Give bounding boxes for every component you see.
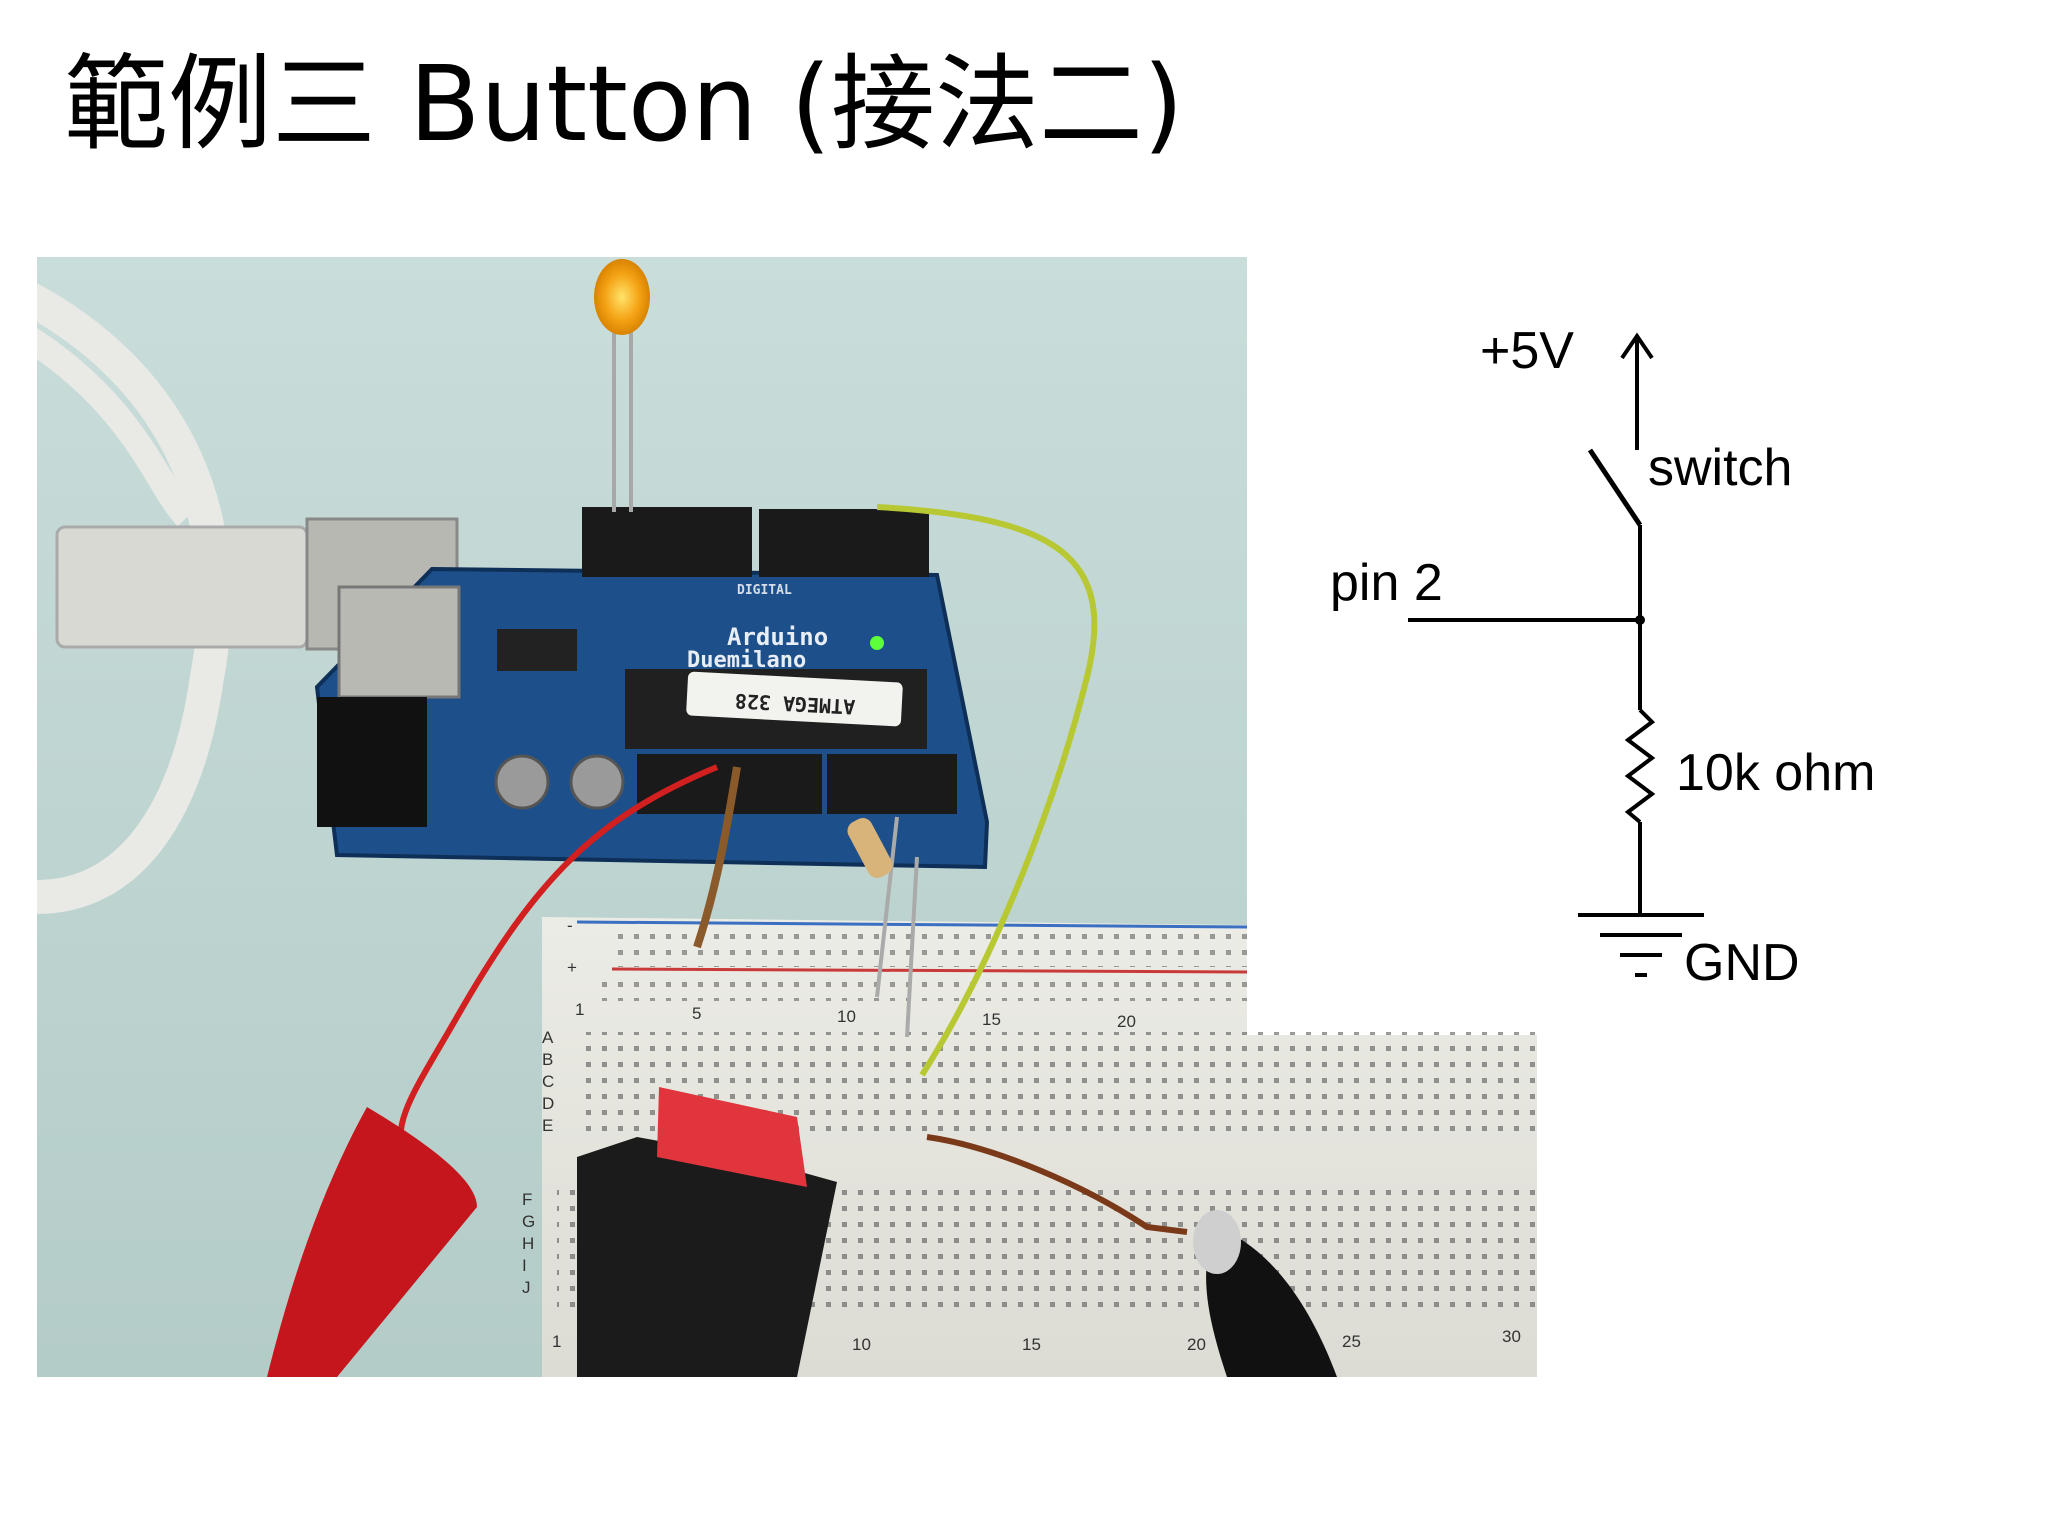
bb-bottom-col-30: 30: [1502, 1327, 1521, 1346]
black-alligator-clip: [1206, 1227, 1337, 1377]
power-led: [870, 636, 884, 650]
bb-row-h: H: [522, 1234, 534, 1253]
bb-row-f: F: [522, 1190, 532, 1209]
board-name-duemilanove: Duemilano: [687, 648, 806, 673]
usb-chip: [497, 629, 577, 671]
switch-label: switch: [1648, 439, 1792, 497]
resistor-symbol: [1624, 708, 1656, 824]
analog-header: [827, 754, 957, 814]
bb-bottom-col-15: 15: [1022, 1335, 1041, 1354]
slide-title: 範例三 Button (接法二): [64, 43, 1184, 165]
yellow-green-wire: [876, 504, 1098, 1077]
yellow-led: [594, 259, 650, 335]
bb-row-g: G: [522, 1212, 535, 1231]
circuit-schematic: +5V switch pin 2 10k ohm GND: [1300, 300, 1940, 1020]
bb-row-b: B: [542, 1050, 553, 1069]
bb-row-j: J: [522, 1278, 531, 1297]
switch-symbol: [1587, 448, 1643, 527]
pushbutton-cap: [657, 1087, 807, 1187]
digital-header-2: [759, 509, 929, 577]
bb-row-i: I: [522, 1256, 527, 1275]
schematic-diagram: +5V switch pin 2 10k ohm GND: [1330, 322, 1875, 992]
pushbutton-body: [577, 1137, 837, 1377]
bb-bottom-col-25: 25: [1342, 1332, 1361, 1351]
capacitor-1: [494, 754, 550, 810]
bb-row-d: D: [542, 1094, 554, 1113]
arduino-breadboard-photo: ATMEGA 328 Arduino Duemilano DIGITAL - +…: [37, 257, 1537, 1377]
bb-col-5: 5: [692, 1004, 701, 1023]
gnd-label: GND: [1684, 934, 1800, 992]
pin2-label: pin 2: [1330, 554, 1443, 612]
bb-bottom-col-20: 20: [1187, 1335, 1206, 1354]
usb-cable: [37, 283, 232, 914]
bb-bottom-col-10: 10: [852, 1335, 871, 1354]
capacitor-2: [569, 754, 625, 810]
bb-row-c: C: [542, 1072, 554, 1091]
resistor-label: 10k ohm: [1676, 744, 1875, 802]
brown-jumper-wire: [926, 1134, 1188, 1235]
brown-wire: [693, 766, 741, 949]
digital-header-1: [582, 507, 752, 577]
bb-col-20: 20: [1117, 1012, 1136, 1031]
bb-col-10: 10: [837, 1007, 856, 1026]
vcc-label: +5V: [1480, 322, 1574, 380]
bb-col-1: 1: [575, 1000, 584, 1019]
bb-bottom-col-1: 1: [552, 1332, 561, 1351]
bb-col-15: 15: [982, 1010, 1001, 1029]
bb-row-e: E: [542, 1116, 553, 1135]
resistor: [847, 818, 893, 878]
red-alligator-clip: [267, 1107, 477, 1377]
board-name-arduino: Arduino: [727, 623, 828, 651]
bb-row-a: A: [542, 1028, 554, 1047]
digital-label: DIGITAL: [737, 583, 792, 598]
red-wire: [397, 764, 719, 1159]
vcc-arrow-icon: [1620, 332, 1654, 360]
dc-jack: [317, 697, 427, 827]
photo-illustration: ATMEGA 328 Arduino Duemilano DIGITAL - +…: [37, 257, 1537, 1377]
rail-minus-label: -: [567, 916, 573, 935]
rail-plus-label: +: [567, 958, 577, 977]
usb-plug: [55, 525, 309, 649]
